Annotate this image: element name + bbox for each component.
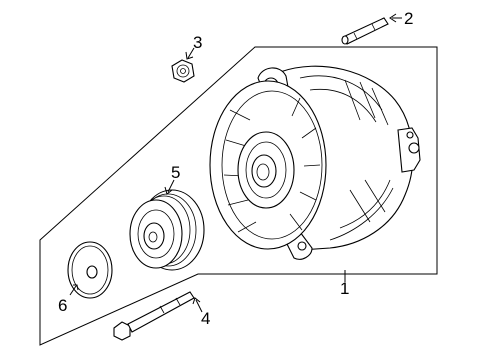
- stud: [341, 17, 389, 45]
- callout-4: 4: [201, 309, 210, 328]
- leader-5-arrow: [164, 186, 173, 195]
- callout-2: 2: [404, 9, 413, 28]
- leader-6: [69, 285, 77, 296]
- leader-5: [167, 179, 175, 193]
- leader-3-arrow: [185, 51, 194, 60]
- bolt: [113, 291, 195, 341]
- pulley: [129, 189, 205, 271]
- leader-2-arrow: [389, 13, 397, 23]
- leader-4: [195, 299, 203, 313]
- callout-1: 1: [340, 279, 349, 298]
- assembly-boundary: [39, 46, 438, 346]
- leader-6-arrow: [73, 284, 79, 291]
- leader-3: [187, 47, 195, 59]
- leader-4-arrow: [192, 297, 201, 305]
- callout-3: 3: [193, 33, 202, 52]
- nut: [171, 59, 195, 83]
- alternator-assembly: [209, 65, 421, 260]
- callout-6: 6: [58, 296, 67, 315]
- callout-5: 5: [171, 163, 180, 182]
- cover: [67, 241, 113, 299]
